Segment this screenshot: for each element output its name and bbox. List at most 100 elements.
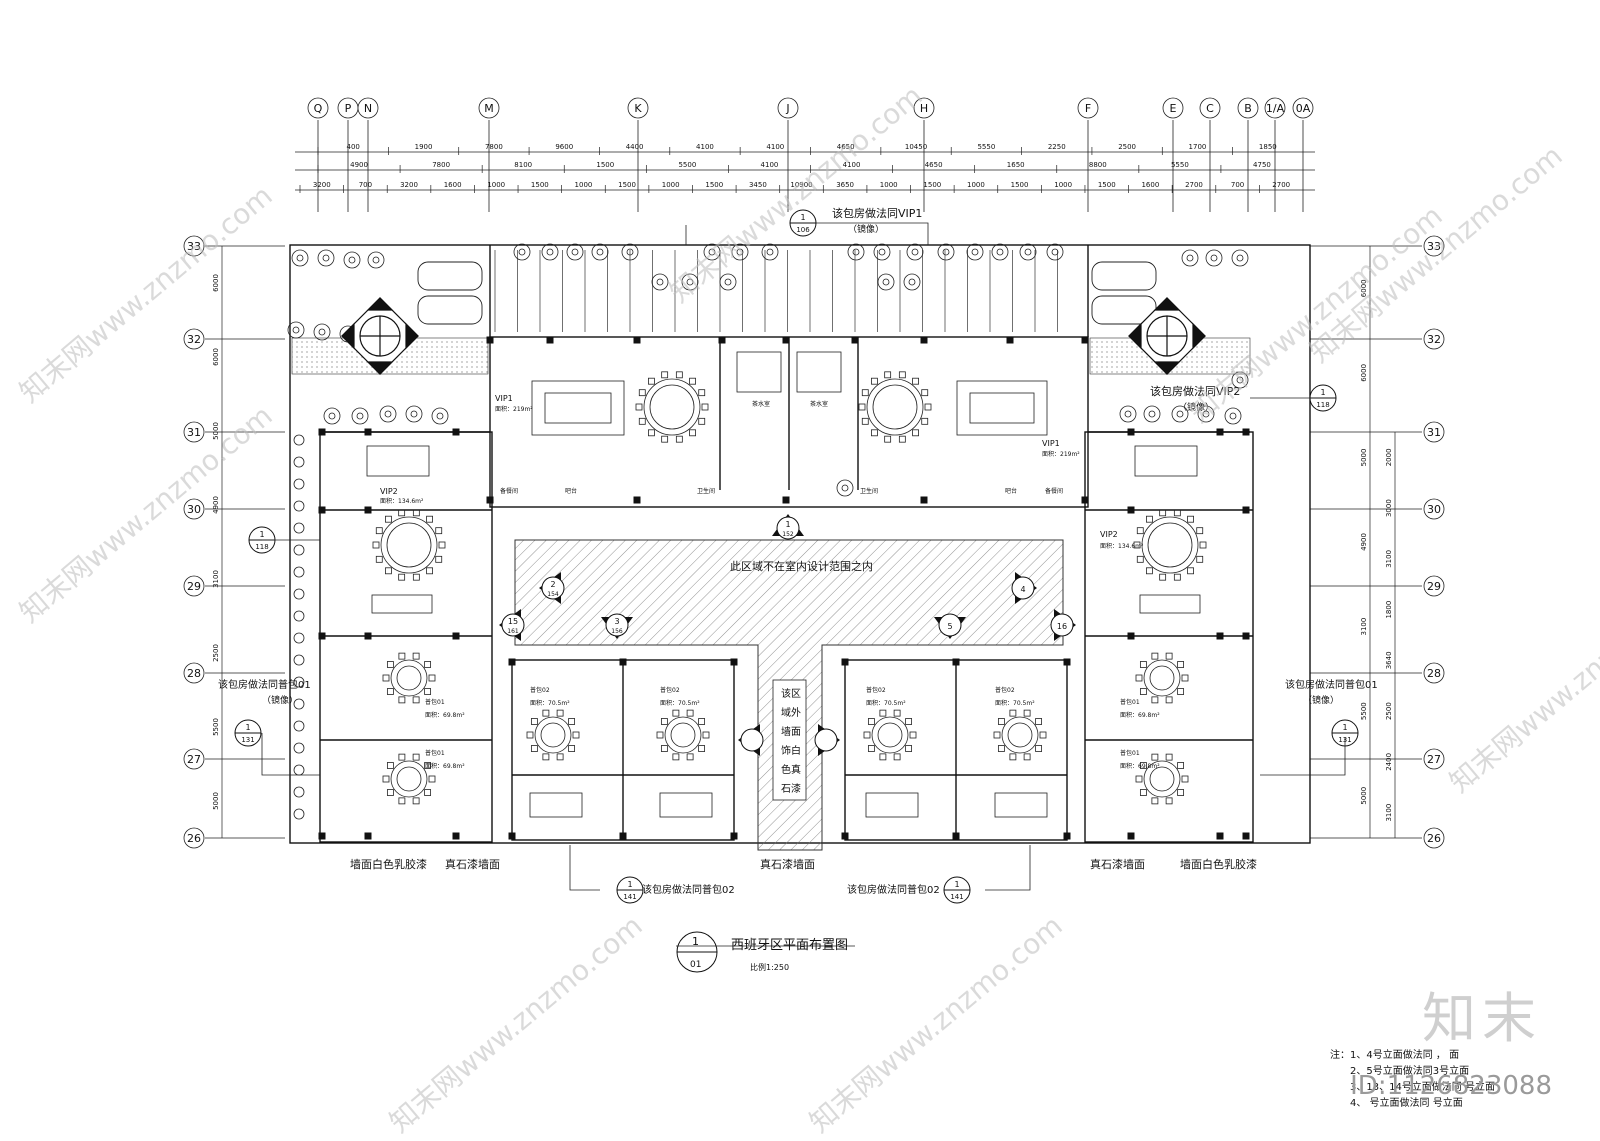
chair	[426, 515, 433, 523]
round-table-inner	[1147, 522, 1193, 568]
column	[730, 658, 738, 666]
elev-marker-corridor-right	[814, 728, 838, 752]
column	[1006, 336, 1014, 344]
column	[364, 632, 372, 640]
column	[952, 658, 960, 666]
tree	[591, 243, 609, 261]
hedge-shrub	[293, 588, 305, 600]
chair	[675, 371, 683, 379]
dimension-value: 700	[1231, 181, 1244, 189]
dimension-value: 4900	[212, 496, 220, 514]
grid-row-label-26: 26	[1427, 832, 1441, 845]
chair	[912, 429, 919, 437]
dimension-value: 1600	[444, 181, 462, 189]
brand-id: ID:1126823088	[1350, 1071, 1552, 1101]
chair	[1136, 555, 1144, 563]
dimension-value: 1800	[1385, 601, 1393, 619]
chair	[1139, 762, 1147, 769]
chair	[924, 403, 932, 411]
center-corridor-label: 该区 域外 墙面 饰白 色真 石漆	[772, 679, 807, 801]
dimension-value: 7800	[432, 161, 450, 169]
hedge-shrub	[293, 742, 305, 754]
chair	[398, 509, 406, 517]
grid-row-label-33: 33	[1427, 240, 1441, 253]
svg-text:该区: 该区	[781, 687, 801, 700]
grid-label-b: B	[1244, 102, 1252, 115]
chair	[1159, 573, 1167, 581]
dimension-value: 9600	[555, 143, 573, 151]
column	[1063, 658, 1071, 666]
dimension-value: 1500	[1011, 181, 1029, 189]
chair	[698, 718, 706, 725]
dimension-value: 2500	[212, 644, 220, 662]
chair	[863, 731, 871, 739]
tree-center	[626, 248, 634, 256]
chair	[921, 417, 929, 425]
tree	[906, 243, 924, 261]
tree-center	[546, 248, 554, 256]
room-pb02-a-area: 面积：70.5m²	[530, 699, 570, 707]
room-vip2-left: VIP2	[380, 487, 398, 496]
elev-marker-5	[938, 613, 962, 637]
grid-label-p: P	[345, 102, 352, 115]
tree-center	[736, 248, 744, 256]
chair	[1165, 652, 1173, 660]
svg-text:石漆: 石漆	[781, 782, 801, 795]
chair	[1181, 674, 1189, 682]
dimension-value: 3200	[400, 181, 418, 189]
chair	[386, 762, 394, 769]
dimension-value: 3450	[749, 181, 767, 189]
tree	[1231, 371, 1249, 389]
dimension-value: 2000	[1385, 448, 1393, 466]
chair	[993, 731, 1001, 739]
dimension-value: 2500	[1118, 143, 1136, 151]
tree-center	[878, 248, 886, 256]
elev-marker-15	[501, 613, 525, 637]
chair	[398, 573, 406, 581]
chair	[556, 709, 564, 717]
dimension-value: 3200	[313, 181, 331, 189]
drawing-title-number: 1	[692, 935, 699, 948]
grid-row-label-30: 30	[187, 503, 201, 516]
tree-center	[841, 484, 849, 492]
section-marker-118-right-sheet: 118	[1316, 401, 1329, 409]
chair	[572, 731, 580, 739]
tree	[1197, 405, 1215, 423]
room-pb02-d-area: 面积：70.5m²	[995, 699, 1035, 707]
dimension-value: 3100	[1360, 618, 1368, 636]
chair	[1196, 527, 1204, 535]
tree-center	[908, 278, 916, 286]
room-pb02-b: 普包02	[660, 686, 680, 694]
chair	[385, 567, 392, 575]
tree-center	[852, 248, 860, 256]
chair	[1023, 753, 1031, 761]
dimension-value: 2500	[1385, 702, 1393, 720]
room-pb01-c-area: 面积：69.8m²	[1120, 711, 1160, 719]
chair	[1135, 674, 1143, 682]
dimension-value: 1000	[662, 181, 680, 189]
grid-row-label-31: 31	[1427, 426, 1441, 439]
column	[841, 832, 849, 840]
tree	[1181, 249, 1199, 267]
brand-logo: 知末	[1422, 987, 1542, 1050]
round-table	[1143, 760, 1181, 798]
room-vip2-right-area: 面积：134.6m²	[1100, 542, 1144, 550]
dimension-value: 3640	[1385, 651, 1393, 669]
column	[619, 658, 627, 666]
round-table	[534, 716, 572, 754]
column	[318, 832, 326, 840]
grid-label-k: K	[634, 102, 642, 115]
tree-center	[1186, 254, 1194, 262]
room-pb02-c: 普包02	[866, 686, 886, 694]
tree-center	[1176, 410, 1184, 418]
tree	[323, 407, 341, 425]
chair	[648, 377, 655, 385]
tree	[566, 243, 584, 261]
grid-bubble	[357, 97, 379, 119]
grid-row-label-33: 33	[187, 240, 201, 253]
chair	[905, 745, 913, 752]
chair	[1173, 573, 1181, 581]
tree	[873, 243, 891, 261]
finish-left-white: 墙面白色乳胶漆	[350, 857, 427, 871]
callout-pb02-right: 该包房做法同普包02	[847, 883, 940, 896]
